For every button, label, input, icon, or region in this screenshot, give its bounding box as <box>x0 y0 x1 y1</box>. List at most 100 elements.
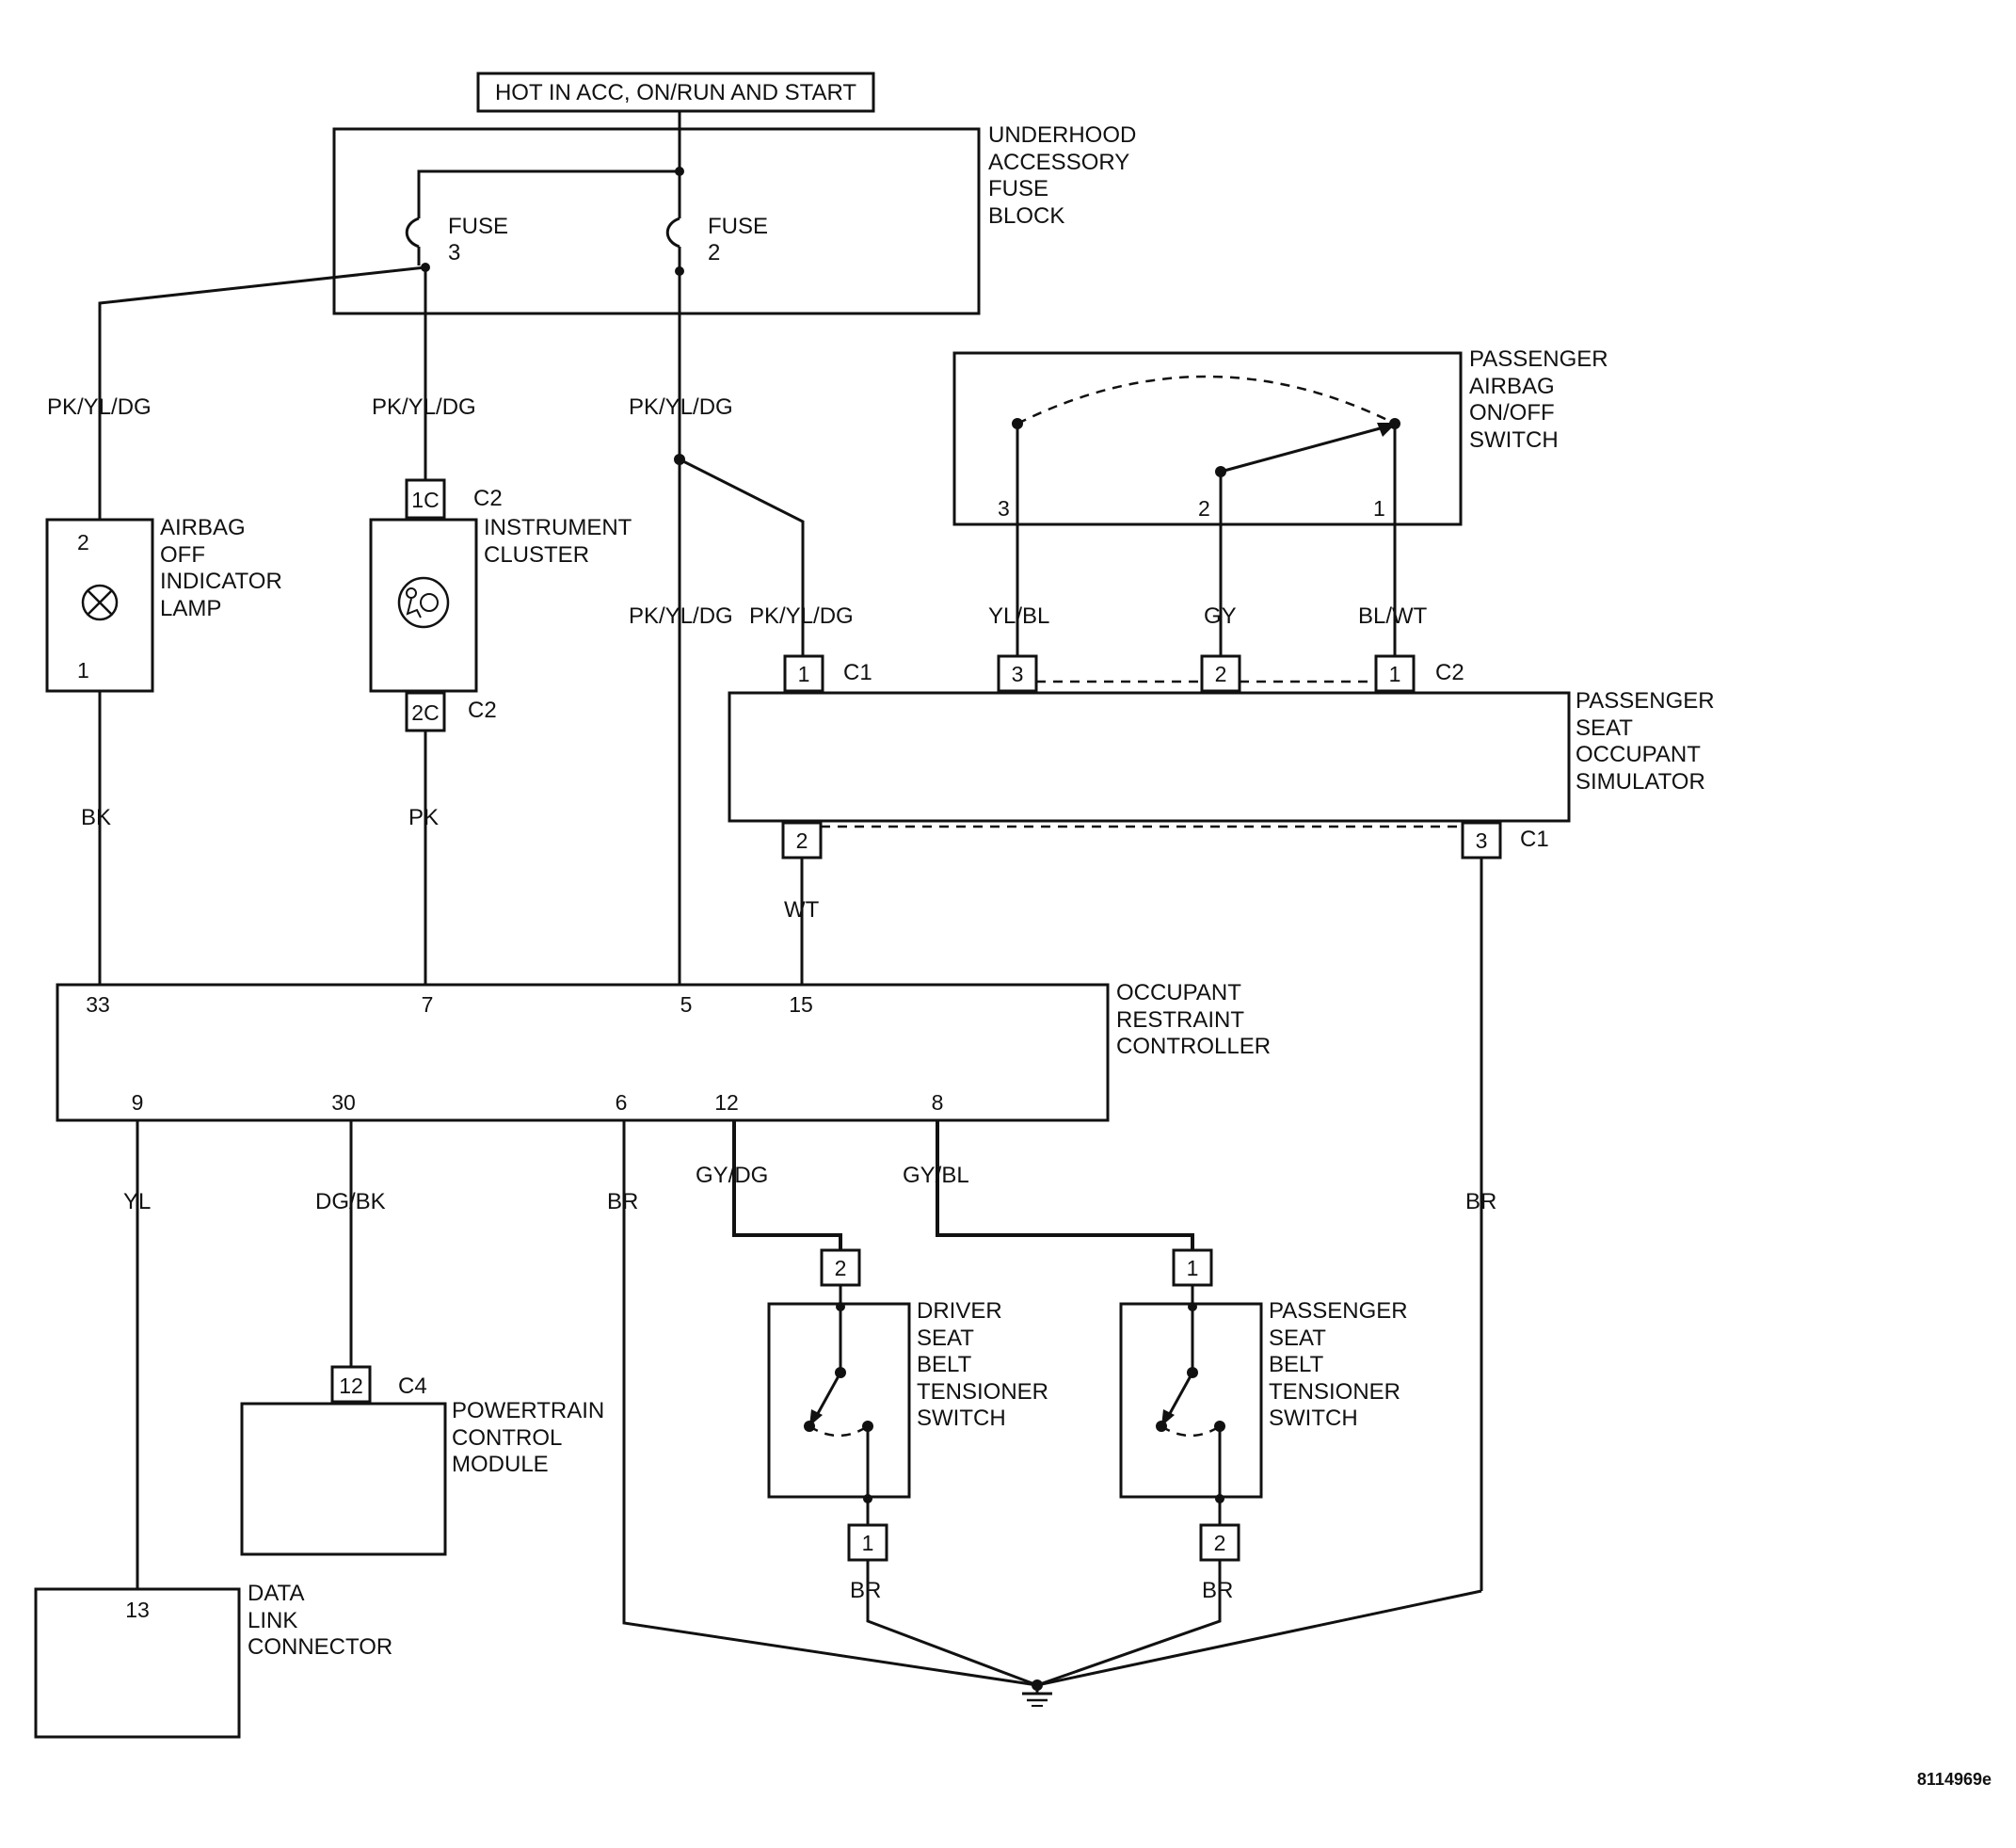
svg-text:30: 30 <box>331 1090 356 1115</box>
fuse-2: FUSE 2 <box>665 214 768 265</box>
svg-text:12: 12 <box>339 1374 363 1398</box>
svg-text:BELT: BELT <box>1269 1352 1324 1377</box>
powertrain-control-module: 12 C4 POWERTRAIN CONTROL MODULE <box>240 1365 604 1556</box>
svg-text:6: 6 <box>616 1090 628 1115</box>
svg-text:CLUSTER: CLUSTER <box>484 542 589 568</box>
svg-text:15: 15 <box>789 992 813 1017</box>
wire-sim-feed <box>679 458 805 656</box>
wire-label-sw1: BL/WT <box>1358 603 1428 629</box>
svg-text:C2: C2 <box>1435 660 1464 685</box>
svg-text:1: 1 <box>862 1531 874 1555</box>
svg-text:2: 2 <box>796 828 808 853</box>
svg-text:3: 3 <box>1012 662 1024 686</box>
svg-text:SWITCH: SWITCH <box>917 1406 1006 1431</box>
svg-text:2: 2 <box>1198 496 1210 521</box>
svg-text:HOT IN ACC, ON/RUN AND START: HOT IN ACC, ON/RUN AND START <box>495 80 856 105</box>
svg-text:2C: 2C <box>411 700 439 725</box>
airbag-warning-icon <box>397 576 450 629</box>
svg-text:C4: C4 <box>398 1374 427 1399</box>
svg-text:33: 33 <box>86 992 110 1017</box>
underhood-fuse-block: UNDERHOOD ACCESSORY FUSE BLOCK FUSE 3 FU… <box>332 111 1136 315</box>
wire-label-orc-gnd: BR <box>607 1189 638 1214</box>
svg-text:2: 2 <box>1214 1531 1226 1555</box>
wire-label-fuse2-feed: PK/YL/DG <box>629 394 733 420</box>
svg-text:OFF: OFF <box>160 542 205 568</box>
svg-text:2: 2 <box>1215 662 1227 686</box>
wire-label-sim-gnd: BR <box>1465 1189 1496 1214</box>
wire-label-sim-feed: PK/YL/DG <box>749 603 854 629</box>
svg-text:SEAT: SEAT <box>1269 1326 1326 1351</box>
wire-label-pass-sw: GY/BL <box>903 1163 969 1188</box>
svg-text:DRIVER: DRIVER <box>917 1298 1002 1324</box>
svg-text:BELT: BELT <box>917 1352 972 1377</box>
lamp-icon <box>81 584 119 621</box>
svg-text:1: 1 <box>77 658 89 683</box>
svg-text:ACCESSORY: ACCESSORY <box>988 150 1129 175</box>
instrument-cluster: 1C C2 INSTRUMENT CLUSTER 2C C2 <box>369 478 632 732</box>
svg-text:1C: 1C <box>411 488 439 512</box>
wire-label-driver-gnd: BR <box>850 1578 881 1603</box>
airbag-off-indicator-lamp: 2 1 AIRBAG OFF INDICATOR LAMP <box>45 515 282 693</box>
wire-label-lamp-feed: PK/YL/DG <box>47 394 152 420</box>
svg-text:BLOCK: BLOCK <box>988 203 1064 229</box>
svg-text:1: 1 <box>1389 662 1401 686</box>
svg-text:3: 3 <box>998 496 1010 521</box>
svg-text:C1: C1 <box>1520 827 1549 852</box>
svg-text:5: 5 <box>680 992 693 1017</box>
svg-text:UNDERHOOD: UNDERHOOD <box>988 122 1136 148</box>
wire-label-sw3: YL/BL <box>988 603 1049 629</box>
svg-text:SEAT: SEAT <box>917 1326 974 1351</box>
svg-text:8: 8 <box>932 1090 944 1115</box>
data-link-connector: 13 DATA LINK CONNECTOR <box>34 1581 392 1739</box>
svg-text:7: 7 <box>422 992 434 1017</box>
ground-icon <box>1022 1679 1052 1707</box>
svg-text:AIRBAG: AIRBAG <box>160 515 246 540</box>
svg-text:CONTROLLER: CONTROLLER <box>1116 1034 1271 1059</box>
power-source-label: HOT IN ACC, ON/RUN AND START <box>476 72 875 113</box>
svg-text:OCCUPANT: OCCUPANT <box>1116 980 1241 1005</box>
svg-text:1: 1 <box>1373 496 1385 521</box>
svg-text:INSTRUMENT: INSTRUMENT <box>484 515 632 540</box>
svg-text:POWERTRAIN: POWERTRAIN <box>452 1398 604 1423</box>
wire-label-orc-feed: PK/YL/DG <box>629 603 733 629</box>
svg-text:3: 3 <box>448 240 460 265</box>
svg-text:FUSE: FUSE <box>988 176 1048 201</box>
svg-text:DATA: DATA <box>248 1581 304 1606</box>
passenger-seat-occupant-simulator: PASSENGER SEAT OCCUPANT SIMULATOR 1 C1 3… <box>728 654 1715 860</box>
svg-text:SIMULATOR: SIMULATOR <box>1576 769 1705 795</box>
svg-text:2: 2 <box>708 240 720 265</box>
svg-text:MODULE: MODULE <box>452 1452 549 1477</box>
wire-label-pass-gnd: BR <box>1202 1578 1233 1603</box>
svg-text:1: 1 <box>798 662 810 686</box>
wire-label-driver-sw: GY/DG <box>696 1163 768 1188</box>
svg-text:9: 9 <box>132 1090 144 1115</box>
wire-label-dlc: YL <box>123 1189 151 1214</box>
svg-text:C1: C1 <box>843 660 872 685</box>
svg-text:ON/OFF: ON/OFF <box>1469 400 1555 426</box>
svg-text:3: 3 <box>1476 828 1488 853</box>
svg-text:RESTRAINT: RESTRAINT <box>1116 1007 1244 1033</box>
svg-text:2: 2 <box>835 1256 847 1280</box>
svg-text:13: 13 <box>125 1598 150 1622</box>
svg-text:OCCUPANT: OCCUPANT <box>1576 742 1701 767</box>
figure-id: 8114969e <box>1917 1770 1992 1789</box>
driver-seat-belt-tensioner-switch: 2 1 DRIVER SEAT BELT TENSIONER SWITCH <box>767 1248 1048 1562</box>
occupant-restraint-controller: OCCUPANT RESTRAINT CONTROLLER 33 7 5 15 … <box>56 980 1271 1122</box>
wire-label-sim-out: WT <box>784 897 820 923</box>
svg-text:FUSE: FUSE <box>708 214 768 239</box>
svg-text:PASSENGER: PASSENGER <box>1469 346 1608 372</box>
svg-text:CONTROL: CONTROL <box>452 1425 562 1451</box>
svg-text:PASSENGER: PASSENGER <box>1576 688 1715 714</box>
wire-lamp-feed <box>98 265 426 520</box>
passenger-airbag-switch: PASSENGER AIRBAG ON/OFF SWITCH 3 2 1 <box>952 346 1608 526</box>
wire-label-cluster-feed: PK/YL/DG <box>372 394 476 420</box>
svg-text:SEAT: SEAT <box>1576 715 1633 741</box>
svg-text:SWITCH: SWITCH <box>1469 427 1559 453</box>
svg-text:TENSIONER: TENSIONER <box>1269 1379 1400 1405</box>
svg-text:LINK: LINK <box>248 1608 297 1633</box>
svg-text:C2: C2 <box>468 698 497 723</box>
svg-text:CONNECTOR: CONNECTOR <box>248 1634 392 1660</box>
svg-text:PASSENGER: PASSENGER <box>1269 1298 1408 1324</box>
wire-label-lamp-ret: BK <box>81 805 111 830</box>
